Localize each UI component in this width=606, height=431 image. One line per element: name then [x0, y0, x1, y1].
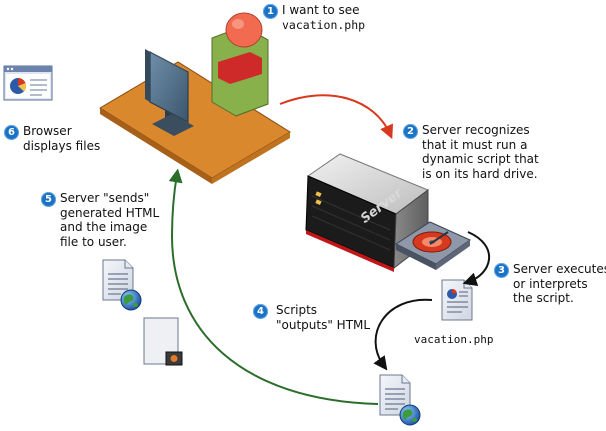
image-file-icon	[143, 317, 183, 366]
step-6-badge: 6	[4, 125, 19, 140]
step-5-line-1: Server "sends"	[60, 191, 150, 205]
hard-drive-icon	[394, 221, 472, 270]
php-document-icon	[441, 279, 473, 321]
step-3-badge: 3	[494, 263, 509, 278]
step-1: 1 I want to see vacation.php	[263, 3, 365, 32]
output-arrow	[373, 298, 433, 371]
browser-window-icon	[3, 65, 53, 101]
step-5-line-4: file to user.	[60, 234, 127, 249]
step-1-line-1: I want to see	[282, 3, 360, 17]
step-1-line-2: vacation.php	[282, 17, 366, 32]
step-2-line-3: dynamic script that	[422, 152, 539, 166]
html-document-icon	[102, 259, 142, 311]
step-2-line-1: Server recognizes	[422, 123, 530, 137]
step-4-badge: 4	[253, 304, 268, 319]
step-3-line-1: Server executes	[513, 262, 606, 276]
step-6-line-2: displays files	[23, 138, 101, 153]
response-arrow	[168, 168, 379, 405]
step-1-badge: 1	[263, 4, 278, 19]
step-3-line-3: the script.	[513, 291, 574, 305]
step-6: 6 Browser displays files	[4, 124, 100, 153]
html-document-icon	[379, 374, 421, 426]
step-5-badge: 5	[41, 192, 56, 207]
user-at-desk-icon	[99, 12, 291, 184]
step-4-line-1: Scripts	[276, 303, 318, 317]
step-3-line-2: or interprets	[513, 276, 588, 291]
step-5-line-2: generated HTML	[60, 205, 160, 220]
step-2-badge: 2	[403, 124, 418, 139]
step-3: 3 Server executes or interprets the scri…	[494, 262, 606, 306]
request-arrow	[279, 94, 394, 140]
php-file-label: vacation.php	[414, 333, 494, 346]
step-4: 4 Scripts "outputs" HTML	[253, 303, 370, 332]
step-2-line-2: that it must run a	[422, 137, 528, 152]
step-2-line-4: is on its hard drive.	[422, 166, 538, 181]
step-6-line-1: Browser	[23, 124, 72, 138]
step-5: 5 Server "sends" generated HTML and the …	[41, 191, 159, 249]
step-5-line-3: and the image	[60, 220, 148, 234]
execute-arrow	[462, 231, 490, 286]
step-4-line-2: "outputs" HTML	[276, 317, 371, 332]
monitor-icon	[145, 49, 194, 136]
step-2: 2 Server recognizes that it must run a d…	[403, 123, 539, 181]
